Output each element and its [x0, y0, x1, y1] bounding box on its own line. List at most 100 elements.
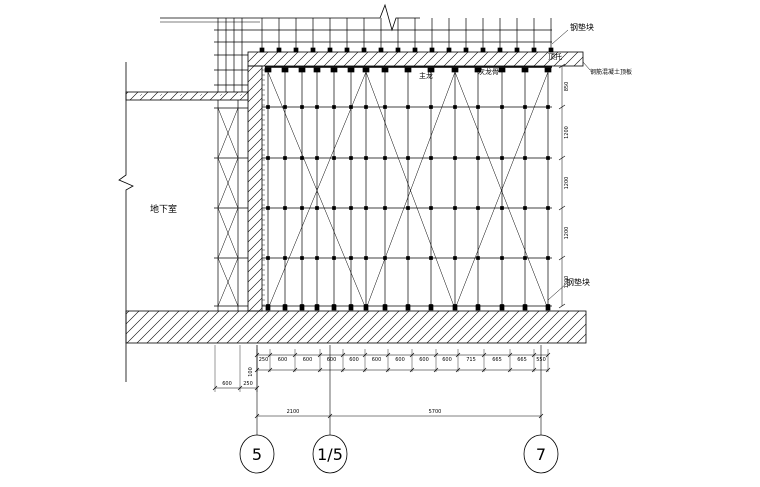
coupler	[266, 206, 270, 210]
leader-concrete-roof	[582, 61, 591, 71]
coupler	[364, 156, 368, 160]
coupler	[476, 304, 480, 308]
coupler	[476, 206, 480, 210]
axis-bubble	[523, 434, 559, 474]
bay-dim-label: 665	[492, 357, 502, 363]
coupler	[406, 156, 410, 160]
coupler	[453, 206, 457, 210]
left-brace	[217, 257, 239, 307]
upper-post-base	[327, 47, 333, 53]
left-boundary-line	[118, 62, 134, 382]
coupler	[332, 304, 336, 308]
coupler	[266, 256, 270, 260]
bay-dim-label: 665	[517, 357, 527, 363]
coupler	[546, 304, 550, 308]
coupler	[429, 304, 433, 308]
coupler	[332, 206, 336, 210]
axis-label: 1/5	[317, 445, 343, 464]
bay-dim-label: 250	[259, 357, 269, 363]
coupler	[546, 256, 550, 260]
diagonal-brace	[454, 71, 549, 310]
top-support-head	[544, 67, 552, 73]
bay-dim-label: 600	[372, 357, 382, 363]
coupler	[315, 156, 319, 160]
label-top-support: 顶托	[548, 52, 562, 61]
coupler	[523, 156, 527, 160]
bay-dim-label: 600	[395, 357, 405, 363]
top-support-head	[498, 67, 506, 73]
coupler	[453, 105, 457, 109]
upper-post-base	[548, 47, 554, 53]
coupler	[523, 256, 527, 260]
coupler	[349, 156, 353, 160]
coupler	[500, 304, 504, 308]
coupler	[523, 105, 527, 109]
coupler	[476, 156, 480, 160]
coupler	[283, 156, 287, 160]
upper-post-base	[497, 47, 503, 53]
coupler	[500, 156, 504, 160]
coupler	[546, 156, 550, 160]
axis-dim-label: 5700	[429, 409, 442, 415]
coupler	[523, 304, 527, 308]
main-scaffold	[262, 66, 552, 311]
slab-tick	[139, 93, 143, 97]
top-break-symbol	[379, 3, 420, 32]
vdim-label: 1200	[564, 276, 570, 289]
slab-tick	[179, 93, 183, 97]
axis-bubble	[239, 434, 275, 474]
top-support-head	[347, 67, 355, 73]
coupler	[283, 256, 287, 260]
axis-label: 7	[536, 445, 546, 464]
coupler	[315, 206, 319, 210]
coupler	[266, 156, 270, 160]
slab-tick	[199, 93, 203, 97]
slab-tick	[159, 93, 163, 97]
vdim-tick	[558, 303, 566, 309]
basement-slab	[125, 91, 249, 101]
upper-post-base	[531, 47, 537, 53]
axis-label: 5	[252, 445, 262, 464]
left-brace	[217, 157, 239, 209]
top-support-head	[427, 67, 435, 73]
leader-steel-pad-bottom	[547, 283, 567, 301]
axis-bubble	[312, 434, 348, 474]
coupler	[364, 206, 368, 210]
coupler	[283, 206, 287, 210]
top-support-head	[264, 67, 272, 73]
coupler	[315, 105, 319, 109]
bay-dim-label: 600	[349, 357, 359, 363]
upper-post-base	[259, 47, 265, 53]
top-support-head	[404, 67, 412, 73]
coupler	[315, 304, 319, 308]
vdim-label: 1200	[564, 177, 570, 190]
coupler	[349, 304, 353, 308]
coupler	[429, 206, 433, 210]
upper-post-base	[514, 47, 520, 53]
bay-dim-label: 715	[466, 357, 476, 363]
coupler	[500, 105, 504, 109]
coupler	[300, 304, 304, 308]
top-support-head	[474, 67, 482, 73]
coupler	[283, 304, 287, 308]
coupler	[523, 206, 527, 210]
bay-dim-label: 600	[327, 357, 337, 363]
coupler	[546, 105, 550, 109]
coupler	[364, 256, 368, 260]
upper-post-base	[276, 47, 282, 53]
upper-scaffold	[139, 18, 554, 97]
coupler	[406, 105, 410, 109]
upper-post-base	[361, 47, 367, 53]
upper-post-base	[395, 47, 401, 53]
top-support-head	[281, 67, 289, 73]
label-basement: 地下室	[150, 203, 177, 215]
label-steel-pad-top: 钢垫块	[570, 22, 594, 32]
upper-post-base	[310, 47, 316, 53]
leader-steel-pad-top	[551, 29, 569, 45]
coupler	[300, 256, 304, 260]
coupler	[406, 304, 410, 308]
label-concrete-roof: 钢筋混凝土顶板	[590, 68, 632, 76]
top-support-head	[330, 67, 338, 73]
